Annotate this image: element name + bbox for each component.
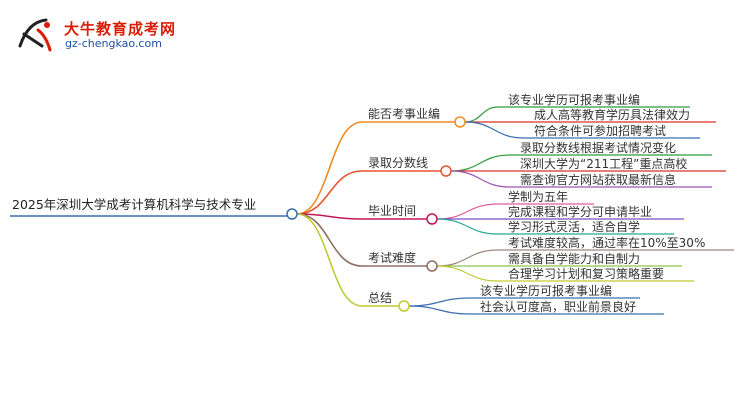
leaf-label[interactable]: 该专业学历可报考事业编: [508, 92, 640, 107]
leaf-label[interactable]: 需具备自学能力和自制力: [508, 251, 640, 266]
leaf-label[interactable]: 合理学习计划和复习策略重要: [508, 266, 664, 281]
root-connector-dot[interactable]: [286, 208, 298, 220]
leaf-label[interactable]: 录取分数线根据考试情况变化: [520, 140, 676, 155]
logo-mark-icon: [18, 18, 52, 52]
leaf-connector: [436, 265, 499, 282]
leaf-label[interactable]: 学习形式灵活，适合自学: [508, 219, 640, 234]
leaf-connector: [436, 218, 499, 235]
site-logo[interactable]: 大牛 大牛教育成考网 gz-chengkao.com: [14, 14, 175, 54]
leaf-connector: [408, 305, 471, 315]
logo-title: 大牛教育成考网: [64, 20, 177, 38]
leaf-label[interactable]: 考试难度较高，通过率在10%至30%: [508, 235, 705, 250]
branch-connector: [296, 213, 363, 307]
logo-url: gz-chengkao.com: [65, 37, 162, 50]
leaf-label[interactable]: 成人高等教育学历具法律效力: [534, 107, 690, 122]
branch-connector: [296, 213, 363, 267]
branch-label[interactable]: 总结: [368, 291, 392, 305]
branch-connector: [296, 121, 363, 215]
branch-connector-dot[interactable]: [426, 260, 438, 272]
leaf-connector: [450, 170, 511, 188]
leaf-label[interactable]: 完成课程和学分可申请毕业: [508, 204, 652, 219]
leaf-connector: [464, 106, 499, 123]
branch-connector-dot[interactable]: [440, 165, 452, 177]
branch-connector: [296, 170, 363, 215]
leaf-label[interactable]: 学制为五年: [508, 189, 568, 204]
branch-label[interactable]: 考试难度: [368, 250, 416, 265]
leaf-connector: [450, 154, 511, 172]
branch-connector-dot[interactable]: [426, 213, 438, 225]
branch-connector-dot[interactable]: [398, 300, 410, 312]
root-topic-label: 2025年深圳大学成考计算机科学与技术专业: [12, 197, 256, 212]
leaf-label[interactable]: 深圳大学为“211工程”重点高校: [520, 156, 687, 171]
leaf-connector: [436, 203, 499, 220]
branch-label[interactable]: 毕业时间: [368, 204, 416, 218]
leaf-connector: [464, 121, 525, 139]
branch-connector-dot[interactable]: [454, 116, 466, 128]
leaf-label[interactable]: 符合条件可参加招聘考试: [534, 123, 666, 138]
leaf-connector: [408, 297, 471, 307]
leaf-label[interactable]: 需查询官方网站获取最新信息: [520, 172, 676, 187]
leaf-connector: [436, 249, 499, 267]
branch-connector: [296, 213, 363, 220]
leaf-label[interactable]: 社会认可度高，职业前景良好: [480, 299, 636, 314]
branch-label[interactable]: 录取分数线: [368, 155, 428, 170]
branch-label[interactable]: 能否考事业编: [368, 106, 440, 121]
leaf-label[interactable]: 该专业学历可报考事业编: [480, 283, 612, 298]
